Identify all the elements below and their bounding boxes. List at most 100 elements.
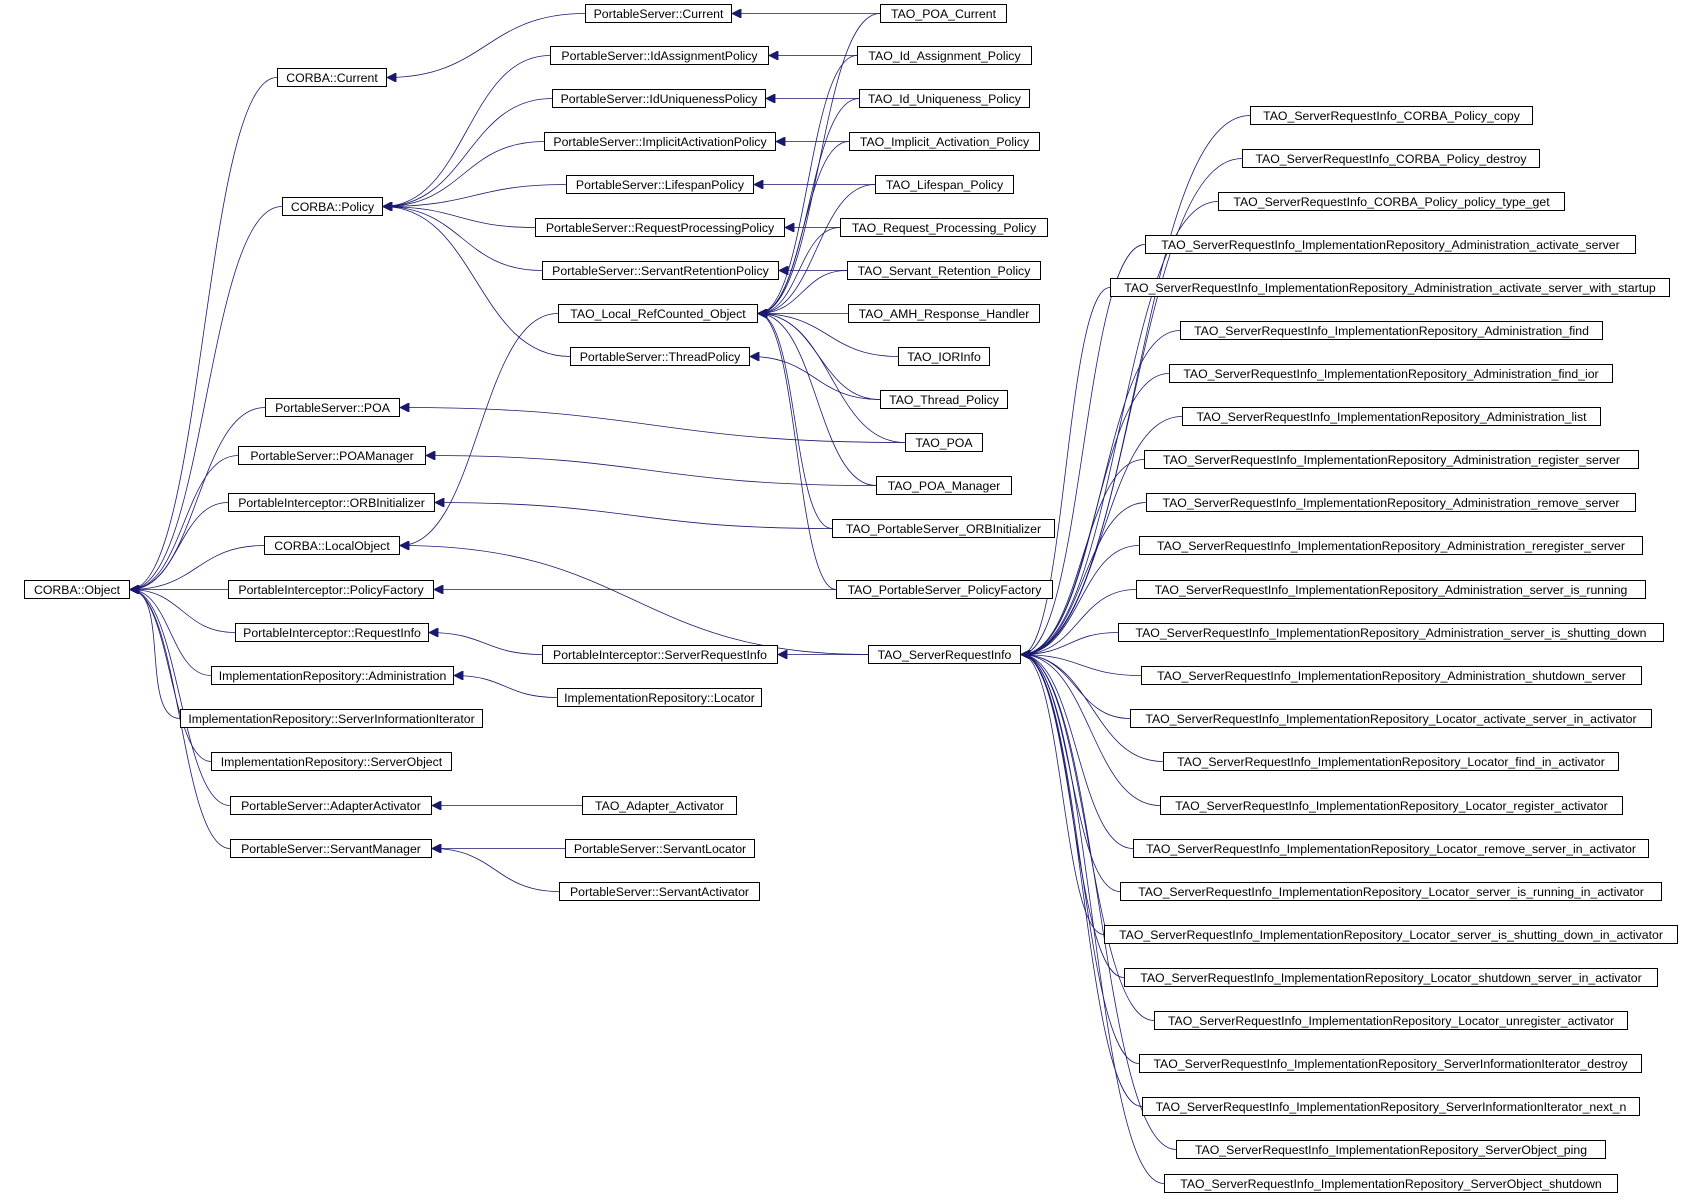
node-sri-corba-policy-policy-type-get[interactable]: TAO_ServerRequestInfo_CORBA_Policy_polic… <box>1218 192 1565 211</box>
inheritance-edge <box>1021 655 1161 806</box>
node-sri-locator-register-activator[interactable]: TAO_ServerRequestInfo_ImplementationRepo… <box>1160 796 1623 815</box>
node-sri-administration-find[interactable]: TAO_ServerRequestInfo_ImplementationRepo… <box>1180 321 1603 340</box>
inheritance-edge <box>1021 459 1145 655</box>
node-sri-serverobject-ping[interactable]: TAO_ServerRequestInfo_ImplementationRepo… <box>1176 1140 1606 1159</box>
node-portableserver-poa[interactable]: PortableServer::POA <box>265 398 400 417</box>
inheritance-edge <box>383 98 553 207</box>
node-portableserver-servantactivator[interactable]: PortableServer::ServantActivator <box>559 882 760 901</box>
node-tao-servant-retention-policy[interactable]: TAO_Servant_Retention_Policy <box>847 261 1041 280</box>
node-corba-current[interactable]: CORBA::Current <box>277 68 387 87</box>
inheritance-edge <box>383 207 571 357</box>
node-portableserver-adapteractivator[interactable]: PortableServer::AdapterActivator <box>230 796 432 815</box>
node-sri-locator-server-is-running-in-activator[interactable]: TAO_ServerRequestInfo_ImplementationRepo… <box>1120 882 1662 901</box>
node-tao-iorinfo[interactable]: TAO_IORInfo <box>898 347 990 366</box>
inheritance-edge <box>432 849 560 892</box>
node-implementationrepository-serverinformationiterator[interactable]: ImplementationRepository::ServerInformat… <box>180 709 483 728</box>
inheritance-edge <box>1021 655 1140 1064</box>
node-portableinterceptor-policyfactory[interactable]: PortableInterceptor::PolicyFactory <box>228 580 434 599</box>
node-sri-serverinformationiterator-next-n[interactable]: TAO_ServerRequestInfo_ImplementationRepo… <box>1142 1097 1640 1116</box>
node-sri-locator-find-in-activator[interactable]: TAO_ServerRequestInfo_ImplementationRepo… <box>1163 752 1619 771</box>
node-sri-corba-policy-destroy[interactable]: TAO_ServerRequestInfo_CORBA_Policy_destr… <box>1242 149 1540 168</box>
node-tao-poa-manager[interactable]: TAO_POA_Manager <box>876 476 1012 495</box>
inheritance-edge <box>383 141 545 207</box>
inheritance-edge <box>130 407 266 590</box>
inheritance-edge <box>387 13 586 78</box>
node-sri-locator-unregister-activator[interactable]: TAO_ServerRequestInfo_ImplementationRepo… <box>1154 1011 1628 1030</box>
node-sri-administration-activate-server[interactable]: TAO_ServerRequestInfo_ImplementationRepo… <box>1145 235 1636 254</box>
inheritance-edge <box>383 184 567 207</box>
node-tao-local-refcounted-object[interactable]: TAO_Local_RefCounted_Object <box>558 304 758 323</box>
node-sri-locator-remove-server-in-activator[interactable]: TAO_ServerRequestInfo_ImplementationRepo… <box>1133 839 1649 858</box>
node-portableserver-implicitactivationpolicy[interactable]: PortableServer::ImplicitActivationPolicy <box>544 132 776 151</box>
node-tao-poa[interactable]: TAO_POA <box>905 433 983 452</box>
node-sri-administration-list[interactable]: TAO_ServerRequestInfo_ImplementationRepo… <box>1182 407 1601 426</box>
node-sri-administration-shutdown-server[interactable]: TAO_ServerRequestInfo_ImplementationRepo… <box>1141 666 1642 685</box>
node-tao-implicit-activation-policy[interactable]: TAO_Implicit_Activation_Policy <box>849 132 1040 151</box>
node-sri-administration-reregister-server[interactable]: TAO_ServerRequestInfo_ImplementationRepo… <box>1139 536 1643 555</box>
node-sri-administration-activate-server-with-startup[interactable]: TAO_ServerRequestInfo_ImplementationRepo… <box>1110 278 1670 297</box>
node-tao-serverrequestinfo[interactable]: TAO_ServerRequestInfo <box>868 645 1021 664</box>
inheritance-edge <box>758 314 837 590</box>
inheritance-edge <box>130 590 212 676</box>
node-sri-locator-activate-server-in-activator[interactable]: TAO_ServerRequestInfo_ImplementationRepo… <box>1130 709 1652 728</box>
node-sri-administration-register-server[interactable]: TAO_ServerRequestInfo_ImplementationRepo… <box>1144 450 1639 469</box>
node-portableserver-servantretentionpolicy[interactable]: PortableServer::ServantRetentionPolicy <box>542 261 779 280</box>
node-portableinterceptor-serverrequestinfo[interactable]: PortableInterceptor::ServerRequestInfo <box>542 645 778 664</box>
node-sri-locator-server-is-shutting-down-in-activator[interactable]: TAO_ServerRequestInfo_ImplementationRepo… <box>1104 925 1678 944</box>
node-tao-id-uniqueness-policy[interactable]: TAO_Id_Uniqueness_Policy <box>859 89 1030 108</box>
node-portableserver-iduniquenesspolicy[interactable]: PortableServer::IdUniquenessPolicy <box>552 89 766 108</box>
node-implementationrepository-locator[interactable]: ImplementationRepository::Locator <box>557 688 762 707</box>
node-portableinterceptor-orbinitializer[interactable]: PortableInterceptor::ORBInitializer <box>228 493 435 512</box>
inheritance-edge <box>1021 655 1177 1150</box>
node-tao-poa-current[interactable]: TAO_POA_Current <box>880 4 1007 23</box>
node-sri-serverobject-shutdown[interactable]: TAO_ServerRequestInfo_ImplementationRepo… <box>1164 1174 1618 1193</box>
inheritance-edge <box>130 77 278 590</box>
node-sri-locator-shutdown-server-in-activator[interactable]: TAO_ServerRequestInfo_ImplementationRepo… <box>1124 968 1658 987</box>
node-corba-object[interactable]: CORBA::Object <box>24 580 130 599</box>
node-corba-policy[interactable]: CORBA::Policy <box>282 197 383 216</box>
node-portableserver-lifespanpolicy[interactable]: PortableServer::LifespanPolicy <box>566 175 754 194</box>
node-tao-portableserver-orbinitializer[interactable]: TAO_PortableServer_ORBInitializer <box>832 519 1055 538</box>
inheritance-edge <box>426 456 877 486</box>
inheritance-edge <box>758 314 906 443</box>
inheritance-edge <box>400 313 559 546</box>
inheritance-edge <box>130 545 265 590</box>
inheritance-edge <box>1021 655 1164 762</box>
node-sri-administration-remove-server[interactable]: TAO_ServerRequestInfo_ImplementationRepo… <box>1146 493 1636 512</box>
node-tao-request-processing-policy[interactable]: TAO_Request_Processing_Policy <box>840 218 1048 237</box>
node-sri-corba-policy-copy[interactable]: TAO_ServerRequestInfo_CORBA_Policy_copy <box>1250 106 1533 125</box>
node-tao-portableserver-policyfactory[interactable]: TAO_PortableServer_PolicyFactory <box>836 580 1053 599</box>
node-tao-id-assignment-policy[interactable]: TAO_Id_Assignment_Policy <box>857 46 1032 65</box>
inheritance-edge <box>758 184 876 314</box>
node-tao-thread-policy[interactable]: TAO_Thread_Policy <box>880 390 1008 409</box>
node-portableserver-threadpolicy[interactable]: PortableServer::ThreadPolicy <box>570 347 750 366</box>
node-portableserver-requestprocessingpolicy[interactable]: PortableServer::RequestProcessingPolicy <box>535 218 785 237</box>
inheritance-edge <box>758 55 858 314</box>
node-tao-adapter-activator[interactable]: TAO_Adapter_Activator <box>582 796 737 815</box>
node-sri-administration-server-is-running[interactable]: TAO_ServerRequestInfo_ImplementationRepo… <box>1136 580 1646 599</box>
node-sri-administration-server-is-shutting-down[interactable]: TAO_ServerRequestInfo_ImplementationRepo… <box>1118 623 1664 642</box>
node-sri-administration-find-ior[interactable]: TAO_ServerRequestInfo_ImplementationRepo… <box>1169 364 1613 383</box>
node-portableserver-idassignmentpolicy[interactable]: PortableServer::IdAssignmentPolicy <box>550 46 769 65</box>
inheritance-edge <box>383 207 536 228</box>
inheritance-edge <box>1021 655 1105 935</box>
node-portableserver-servantlocator[interactable]: PortableServer::ServantLocator <box>565 839 755 858</box>
node-implementationrepository-serverobject[interactable]: ImplementationRepository::ServerObject <box>211 752 452 771</box>
inheritance-edge <box>758 98 860 314</box>
node-corba-localobject[interactable]: CORBA::LocalObject <box>264 536 400 555</box>
inheritance-edge <box>1021 589 1137 655</box>
node-portableserver-current[interactable]: PortableServer::Current <box>585 4 732 23</box>
inheritance-edge <box>454 676 558 698</box>
node-portableinterceptor-requestinfo[interactable]: PortableInterceptor::RequestInfo <box>235 623 429 642</box>
node-portableserver-servantmanager[interactable]: PortableServer::ServantManager <box>230 839 432 858</box>
inheritance-edge <box>750 357 881 400</box>
inheritance-edge <box>130 502 229 590</box>
node-sri-serverinformationiterator-destroy[interactable]: TAO_ServerRequestInfo_ImplementationRepo… <box>1139 1054 1642 1073</box>
node-tao-lifespan-policy[interactable]: TAO_Lifespan_Policy <box>875 175 1014 194</box>
node-portableserver-poamanager[interactable]: PortableServer::POAManager <box>238 446 426 465</box>
inheritance-edge <box>758 270 848 314</box>
inheritance-edge <box>1021 244 1146 655</box>
node-implementationrepository-administration[interactable]: ImplementationRepository::Administration <box>211 666 454 685</box>
node-tao-amh-response-handler[interactable]: TAO_AMH_Response_Handler <box>848 304 1040 323</box>
